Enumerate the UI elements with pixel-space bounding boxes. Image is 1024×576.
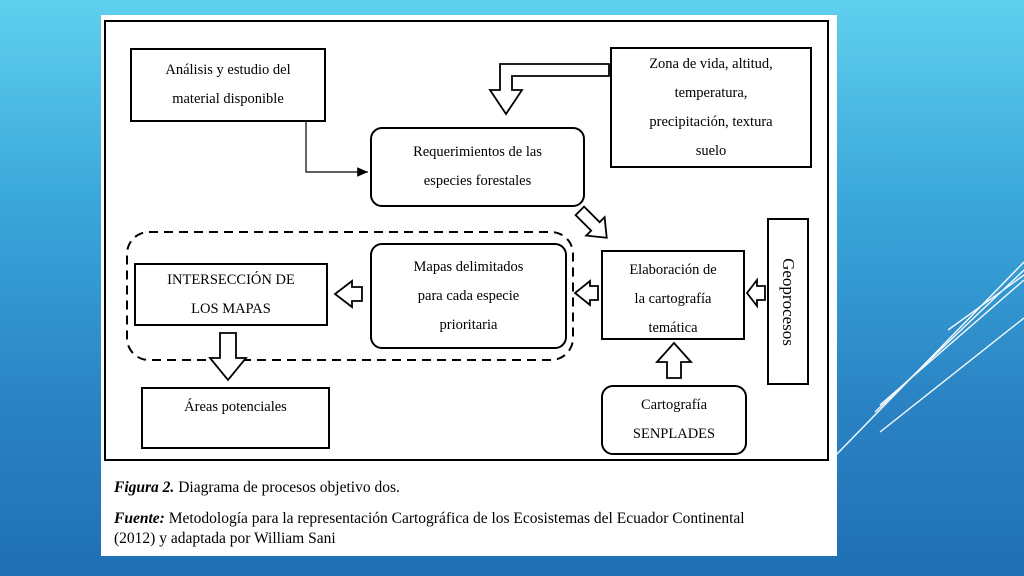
node-areas-label: Áreas potenciales bbox=[184, 399, 287, 415]
node-senplades-line-1: Cartografía bbox=[640, 397, 708, 413]
arrow-elaboracion-to-mapas bbox=[573, 279, 599, 307]
node-elaboracion-line-2: la cartografía bbox=[634, 291, 712, 307]
arrow-interseccion-to-areas bbox=[208, 332, 248, 382]
node-analisis-line-1: Análisis y estudio del bbox=[165, 62, 291, 78]
node-interseccion-line-2: LOS MAPAS bbox=[191, 300, 271, 317]
node-elaboracion-line-3: temática bbox=[648, 320, 698, 336]
node-geoprocesos: Geoprocesos bbox=[767, 218, 809, 385]
node-zona-line-4: suelo bbox=[695, 142, 727, 159]
node-mapas-line-1: Mapas delimitados bbox=[413, 258, 524, 275]
node-zona-line-2: temperatura, bbox=[674, 84, 748, 101]
node-analisis-line-2: material disponible bbox=[172, 91, 284, 107]
source-caption: Fuente: Metodología para la representaci… bbox=[114, 510, 745, 528]
arrow-analisis-to-requerimientos bbox=[305, 122, 368, 177]
node-interseccion-line-1: INTERSECCIÓN DE bbox=[167, 271, 295, 288]
arrow-geoprocesos-to-elaboracion bbox=[745, 277, 766, 309]
node-senplades-line-2: SENPLADES bbox=[632, 426, 716, 442]
dashed-group bbox=[126, 231, 574, 361]
source-caption-line-2: (2012) y adaptada por William Sani bbox=[114, 530, 336, 548]
node-analisis: Análisis y estudio del material disponib… bbox=[130, 48, 326, 122]
node-areas: Áreas potenciales bbox=[141, 387, 330, 449]
node-requerimientos: Requerimientos de las especies forestale… bbox=[370, 127, 585, 207]
node-mapas-line-2: para cada especie bbox=[417, 287, 520, 304]
figure-text: Diagrama de procesos objetivo dos. bbox=[178, 479, 400, 496]
source-text-line-2: (2012) y adaptada por William Sani bbox=[114, 530, 336, 547]
node-zona-line-3: precipitación, textura bbox=[649, 113, 773, 130]
node-mapas: Mapas delimitados para cada especie prio… bbox=[370, 243, 567, 349]
node-requerimientos-line-1: Requerimientos de las bbox=[413, 144, 542, 160]
node-zona-line-1: Zona de vida, altitud, bbox=[649, 55, 773, 72]
node-elaboracion-line-1: Elaboración de bbox=[629, 262, 717, 278]
arrow-mapas-to-interseccion bbox=[333, 279, 363, 309]
arrow-senplades-to-elaboracion bbox=[654, 341, 694, 379]
figure-label: Figura 2. bbox=[114, 479, 175, 496]
arrow-requerimientos-to-elaboracion bbox=[574, 205, 608, 239]
node-zona: Zona de vida, altitud, temperatura, prec… bbox=[610, 47, 812, 168]
arrow-zona-to-requerimientos bbox=[488, 63, 610, 116]
node-mapas-line-3: prioritaria bbox=[439, 316, 498, 333]
source-text-line-1: Metodología para la representación Carto… bbox=[168, 510, 745, 527]
node-interseccion: INTERSECCIÓN DE LOS MAPAS bbox=[134, 263, 328, 326]
node-elaboracion: Elaboración de la cartografía temática bbox=[601, 250, 745, 340]
figure-caption: Figura 2. Diagrama de procesos objetivo … bbox=[114, 479, 400, 497]
node-senplades: Cartografía SENPLADES bbox=[601, 385, 747, 455]
node-requerimientos-line-2: especies forestales bbox=[423, 173, 532, 189]
source-label: Fuente: bbox=[114, 510, 165, 527]
